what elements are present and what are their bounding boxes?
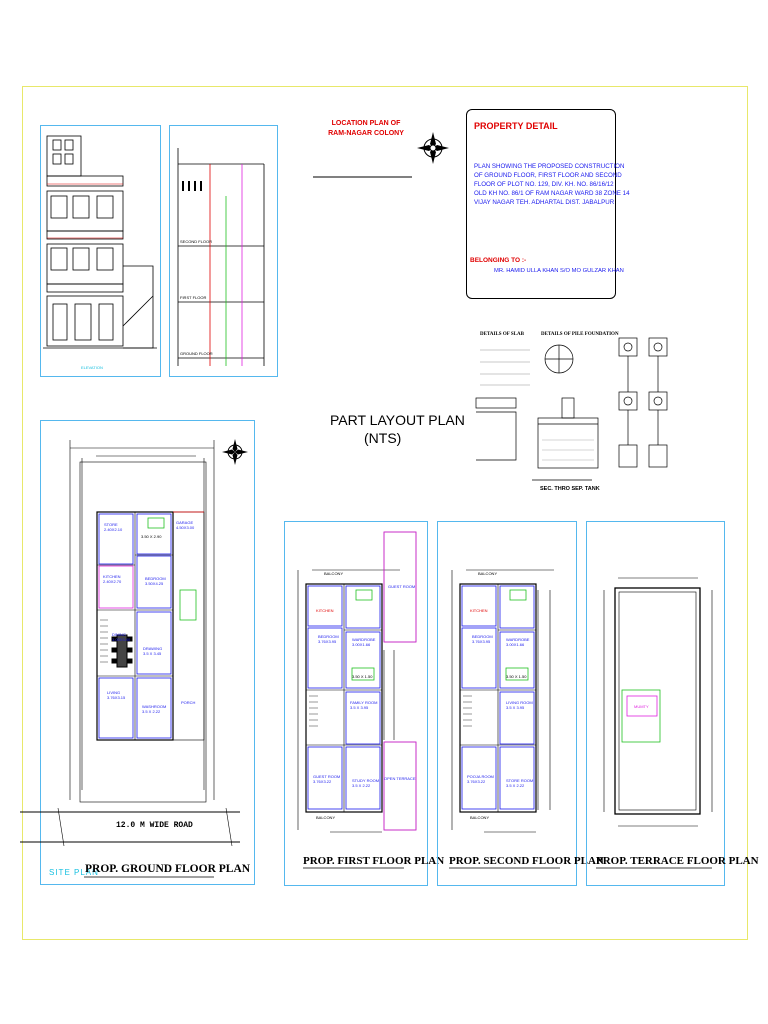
- section-panel: SECOND FLOOR FIRST FLOOR GROUND FLOOR: [169, 125, 278, 377]
- property-detail-heading: PROPERTY DETAIL: [474, 121, 558, 131]
- site-plan-label: SITE PLAN: [49, 868, 99, 877]
- slab-detail-title: DETAILS OF SLAB: [480, 332, 524, 337]
- second-floor-panel: [437, 521, 577, 886]
- terrace-floor-title: PROP. TERRACE FLOOR PLAN: [596, 855, 759, 867]
- property-line: PLAN SHOWING THE PROPOSED CONSTRUCTION: [474, 163, 625, 170]
- first-floor-title: PROP. FIRST FLOOR PLAN: [303, 855, 445, 867]
- first-room-balcony-bottom: BALCONY: [316, 815, 336, 820]
- second-room-balcony-bottom: BALCONY: [470, 815, 490, 820]
- section-drawing: [177, 148, 265, 366]
- layout-plan-title: PART LAYOUT PLAN: [330, 412, 465, 428]
- road-label: 12.0 M WIDE ROAD: [116, 821, 193, 830]
- second-room-balcony-top: BALCONY: [478, 571, 498, 576]
- second-room-toilet: 3.50 X 1.50: [506, 674, 527, 679]
- drawing-sheet: [22, 86, 748, 940]
- layout-plan-scale: (NTS): [364, 430, 402, 446]
- property-detail-box: [466, 109, 616, 299]
- pile-detail-title: DETAILS OF PILE FOUNDATION: [541, 332, 619, 337]
- second-floor-title: PROP. SECOND FLOOR PLAN: [449, 855, 604, 867]
- owner-name: MR. HAMID ULLA KHAN S/O MO GULZAR KHAN: [494, 268, 624, 274]
- first-room-guest-top: GUEST ROOM: [388, 584, 416, 589]
- ground-floor-panel: [40, 420, 255, 885]
- location-plan-title: LOCATION PLAN OF RAM-NAGAR COLONY: [328, 120, 404, 137]
- ground-room-toilet: 3.50 X 2.90: [141, 534, 162, 539]
- property-line: OF GROUND FLOOR, FIRST FLOOR AND SECOND: [474, 172, 622, 179]
- terrace-room-mumty: MUMTY: [634, 704, 649, 709]
- first-room-terrace: OPEN TERRACE: [384, 776, 416, 781]
- first-room-toilet: 3.50 X 1.50: [352, 674, 373, 679]
- property-line: FLOOR OF PLOT NO. 129, DIV. KH. NO. 86/1…: [474, 181, 614, 188]
- section-floor-label-ground: GROUND FLOOR: [180, 351, 213, 356]
- second-room-kitchen: KITCHEN: [470, 608, 488, 613]
- section-floor-label-first: FIRST FLOOR: [180, 295, 207, 300]
- first-room-balcony-top: BALCONY: [324, 571, 344, 576]
- property-line: OLD KH NO. 86/1 OF RAM NAGAR WARD 38 ZON…: [474, 190, 630, 197]
- first-floor-panel: [284, 521, 428, 886]
- ground-floor-title: PROP. GROUND FLOOR PLAN: [85, 863, 251, 875]
- section-floor-label-second: SECOND FLOOR: [180, 239, 213, 244]
- tank-detail-title: SEC. THRO SEP. TANK: [540, 486, 600, 492]
- elevation-drawing: [43, 135, 157, 349]
- terrace-floor-panel: [586, 521, 725, 886]
- first-room-kitchen: KITCHEN: [316, 608, 334, 613]
- property-line: VIJAY NAGAR TEH. ADHARTAL DIST. JABALPUR: [474, 199, 615, 206]
- ground-room-porch: PORCH: [181, 700, 196, 705]
- elevation-label: ELEVATION: [81, 365, 103, 370]
- property-description: PLAN SHOWING THE PROPOSED CONSTRUCTION O…: [474, 162, 630, 207]
- belonging-label: BELONGING TO :-: [470, 257, 527, 264]
- elevation-panel: ELEVATION: [40, 125, 161, 377]
